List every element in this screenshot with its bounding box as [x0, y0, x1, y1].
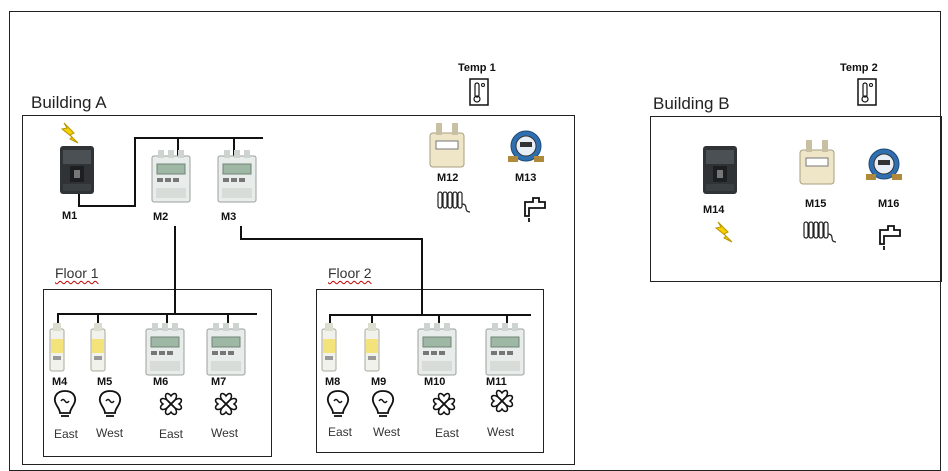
breaker-icon-m1 [60, 146, 94, 194]
meter-icon-m7 [206, 322, 246, 376]
meter-label-m15: M15 [805, 198, 827, 210]
building-b-title: Building B [653, 94, 730, 113]
light-bulb-icon-m8 [326, 390, 350, 417]
thermometer-icon-temp2 [857, 78, 877, 106]
wire-m4-tap [57, 313, 59, 328]
wire-m10-tap [438, 314, 440, 329]
meter-icon-m11 [485, 322, 525, 376]
direction-label-m4: East [54, 427, 79, 441]
direction-label-m9: West [373, 425, 401, 439]
building-b-box [650, 116, 942, 282]
direction-label-m8: East [328, 425, 353, 439]
meter-label-m4: M4 [52, 376, 68, 388]
direction-label-m11: West [487, 425, 515, 439]
meter-icon-m10 [417, 322, 457, 376]
meter-label-m2: M2 [153, 211, 169, 223]
light-bulb-icon-m9 [371, 390, 395, 417]
wire-m2-tap [177, 137, 179, 157]
floor-1-box [43, 289, 272, 457]
floor-2-title: Floor 2 [328, 265, 372, 281]
fan-icon-m6 [159, 392, 183, 416]
wire-floor1-bus [57, 313, 257, 315]
water-meter-icon-m16 [865, 148, 903, 181]
meter-label-m8: M8 [325, 376, 341, 388]
faucet-icon-m16 [879, 225, 901, 251]
wire-m7-tap [227, 313, 229, 328]
wire-floor2-bus [329, 314, 531, 316]
lightning-icon-m1 [61, 122, 79, 144]
wire-m11-tap [506, 314, 508, 329]
meter-icon-m3 [217, 149, 257, 203]
meter-label-m3: M3 [221, 211, 237, 223]
floor-1-title: Floor 1 [55, 265, 99, 281]
meter-label-m9: M9 [371, 376, 387, 388]
temp-2-label: Temp 2 [840, 62, 878, 74]
thermometer-icon-temp1 [469, 78, 489, 106]
light-bulb-icon-m5 [98, 390, 122, 417]
gas-meter-icon-m12 [429, 122, 465, 168]
breaker-icon-m14 [703, 146, 737, 194]
meter-label-m1: M1 [62, 210, 78, 222]
lightning-icon-m14 [715, 221, 733, 243]
meter-label-m16: M16 [878, 198, 900, 210]
building-a-box [22, 115, 575, 465]
wire-m9-tap [371, 314, 373, 329]
wire-top-bus [134, 137, 263, 139]
meter-label-m6: M6 [153, 376, 169, 388]
wire-bus-up [134, 137, 136, 207]
direction-label-m10: East [435, 426, 460, 440]
radiator-icon-m12 [437, 191, 471, 213]
meter-icon-m6 [145, 322, 185, 376]
water-meter-icon-m13 [507, 130, 545, 163]
meter-label-m13: M13 [515, 172, 537, 184]
wire-m1-to-bus [78, 205, 135, 207]
meter-label-m10: M10 [424, 376, 446, 388]
fan-icon-m7 [214, 392, 238, 416]
wire-m6-tap [166, 313, 168, 328]
meter-icon-m4 [49, 322, 65, 372]
wire-m3-to-floor2 [421, 238, 423, 315]
meter-label-m12: M12 [437, 172, 459, 184]
direction-label-m5: West [96, 426, 124, 440]
direction-label-m6: East [159, 427, 184, 441]
wire-m2-to-floor1 [174, 226, 176, 314]
meter-icon-m8 [321, 322, 337, 372]
direction-label-m7: West [211, 426, 239, 440]
fan-icon-m11 [490, 389, 514, 413]
meter-icon-m9 [364, 322, 380, 372]
temp-1-label: Temp 1 [458, 62, 496, 74]
radiator-icon-m15 [803, 221, 837, 243]
meter-label-m7: M7 [211, 376, 227, 388]
fan-icon-m10 [432, 392, 456, 416]
wire-m3-down [240, 226, 242, 239]
gas-meter-icon-m15 [799, 139, 835, 185]
meter-label-m11: M11 [486, 376, 507, 388]
wire-m5-tap [97, 313, 99, 328]
wire-m3-across [240, 238, 423, 240]
meter-label-m5: M5 [97, 376, 113, 388]
floor-2-box [316, 289, 544, 453]
wire-m3-tap [233, 137, 235, 157]
wire-m1-down [78, 192, 80, 206]
light-bulb-icon-m4 [53, 390, 77, 417]
building-a-title: Building A [31, 93, 107, 112]
meter-icon-m2 [151, 149, 191, 203]
wire-m8-tap [329, 314, 331, 329]
meter-label-m14: M14 [703, 204, 725, 216]
faucet-icon-m13 [524, 197, 546, 223]
meter-icon-m5 [90, 322, 106, 372]
